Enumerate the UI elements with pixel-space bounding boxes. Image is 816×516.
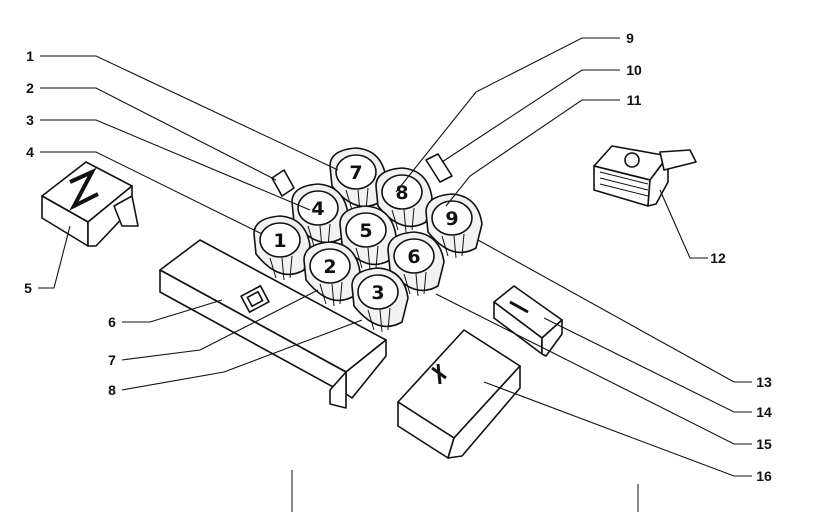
- z-keycap-icon: [41, 161, 139, 247]
- keycap-2: 2: [303, 241, 361, 307]
- keycap-top: [297, 190, 339, 226]
- keycap-label: 1: [273, 230, 286, 252]
- callout-8: 8: [108, 382, 116, 398]
- keycap-label: 8: [395, 182, 408, 204]
- leader-line-14: [543, 317, 752, 413]
- keycap-stem: [319, 281, 343, 307]
- keycap-stem: [269, 255, 293, 281]
- callout-15: 15: [756, 436, 772, 452]
- keycap-stem: [355, 245, 379, 271]
- callout-6: 6: [108, 314, 116, 330]
- keycap-1: 1: [253, 215, 311, 281]
- keycap-top: [259, 222, 301, 258]
- space-bar-icon: [159, 239, 387, 409]
- callout-11: 11: [627, 92, 642, 108]
- clip-icon: [271, 153, 453, 197]
- leader-line-7: [121, 289, 319, 361]
- leader-line-4: [40, 151, 263, 235]
- callout-4: 4: [26, 144, 34, 160]
- callout-16: 16: [756, 468, 772, 484]
- keycap-top: [381, 174, 423, 210]
- keycap-label: 3: [371, 282, 384, 304]
- keycap-5: 5: [339, 205, 397, 271]
- keycap-8: 8: [375, 167, 433, 233]
- leader-line-15: [435, 293, 752, 445]
- keycap-label: 9: [445, 208, 458, 230]
- callout-7: 7: [108, 352, 116, 368]
- keycap-3: 3: [351, 267, 409, 333]
- keycap-top: [335, 154, 377, 190]
- leader-line-12: [659, 189, 708, 259]
- leader-line-13: [477, 239, 752, 383]
- callout-3: 3: [26, 112, 34, 128]
- keycap-4: 4: [291, 183, 349, 249]
- leader-line-10: [441, 69, 620, 163]
- leader-lines: [38, 37, 752, 477]
- callout-5: 5: [24, 280, 32, 296]
- keycap-label: 5: [359, 220, 372, 242]
- minus-key-icon: [493, 285, 563, 357]
- keycap-stem: [441, 233, 465, 259]
- leader-line-11: [445, 99, 620, 207]
- keycap-stem: [391, 207, 415, 233]
- callout-2: 2: [26, 80, 34, 96]
- keycap-label: 7: [349, 162, 362, 184]
- callout-13: 13: [756, 374, 772, 390]
- leader-line-16: [483, 381, 752, 477]
- keycap-stem: [367, 307, 391, 333]
- leader-line-9: [395, 37, 620, 193]
- keycap-top: [345, 212, 387, 248]
- callout-1: 1: [26, 48, 34, 64]
- keycap-top: [357, 274, 399, 310]
- keycap-top: [431, 200, 473, 236]
- keycap-top: [309, 248, 351, 284]
- leader-line-8: [121, 319, 363, 391]
- plus-key-icon: [397, 329, 521, 459]
- leader-line-2: [40, 87, 277, 181]
- keycap-label: 2: [323, 256, 336, 278]
- keycap-stem: [403, 271, 427, 297]
- keycap-label: 6: [407, 246, 420, 268]
- keycap-top: [393, 238, 435, 274]
- keycap-9: 9: [425, 193, 483, 259]
- switch-block-icon: [593, 145, 697, 207]
- callout-9: 9: [626, 30, 634, 46]
- keycap-label: 4: [311, 198, 324, 220]
- keycap-7: 7: [329, 147, 387, 213]
- leader-line-5: [38, 225, 71, 289]
- keycap-group: 7 8 4 9 5 1 6 2 3: [253, 147, 483, 333]
- leader-line-1: [40, 55, 339, 171]
- callout-14: 14: [756, 404, 772, 420]
- keycap-6: 6: [387, 231, 445, 297]
- callout-12: 12: [710, 250, 726, 266]
- leader-line-6: [122, 299, 223, 323]
- callout-10: 10: [626, 62, 642, 78]
- leader-line-3: [40, 119, 311, 211]
